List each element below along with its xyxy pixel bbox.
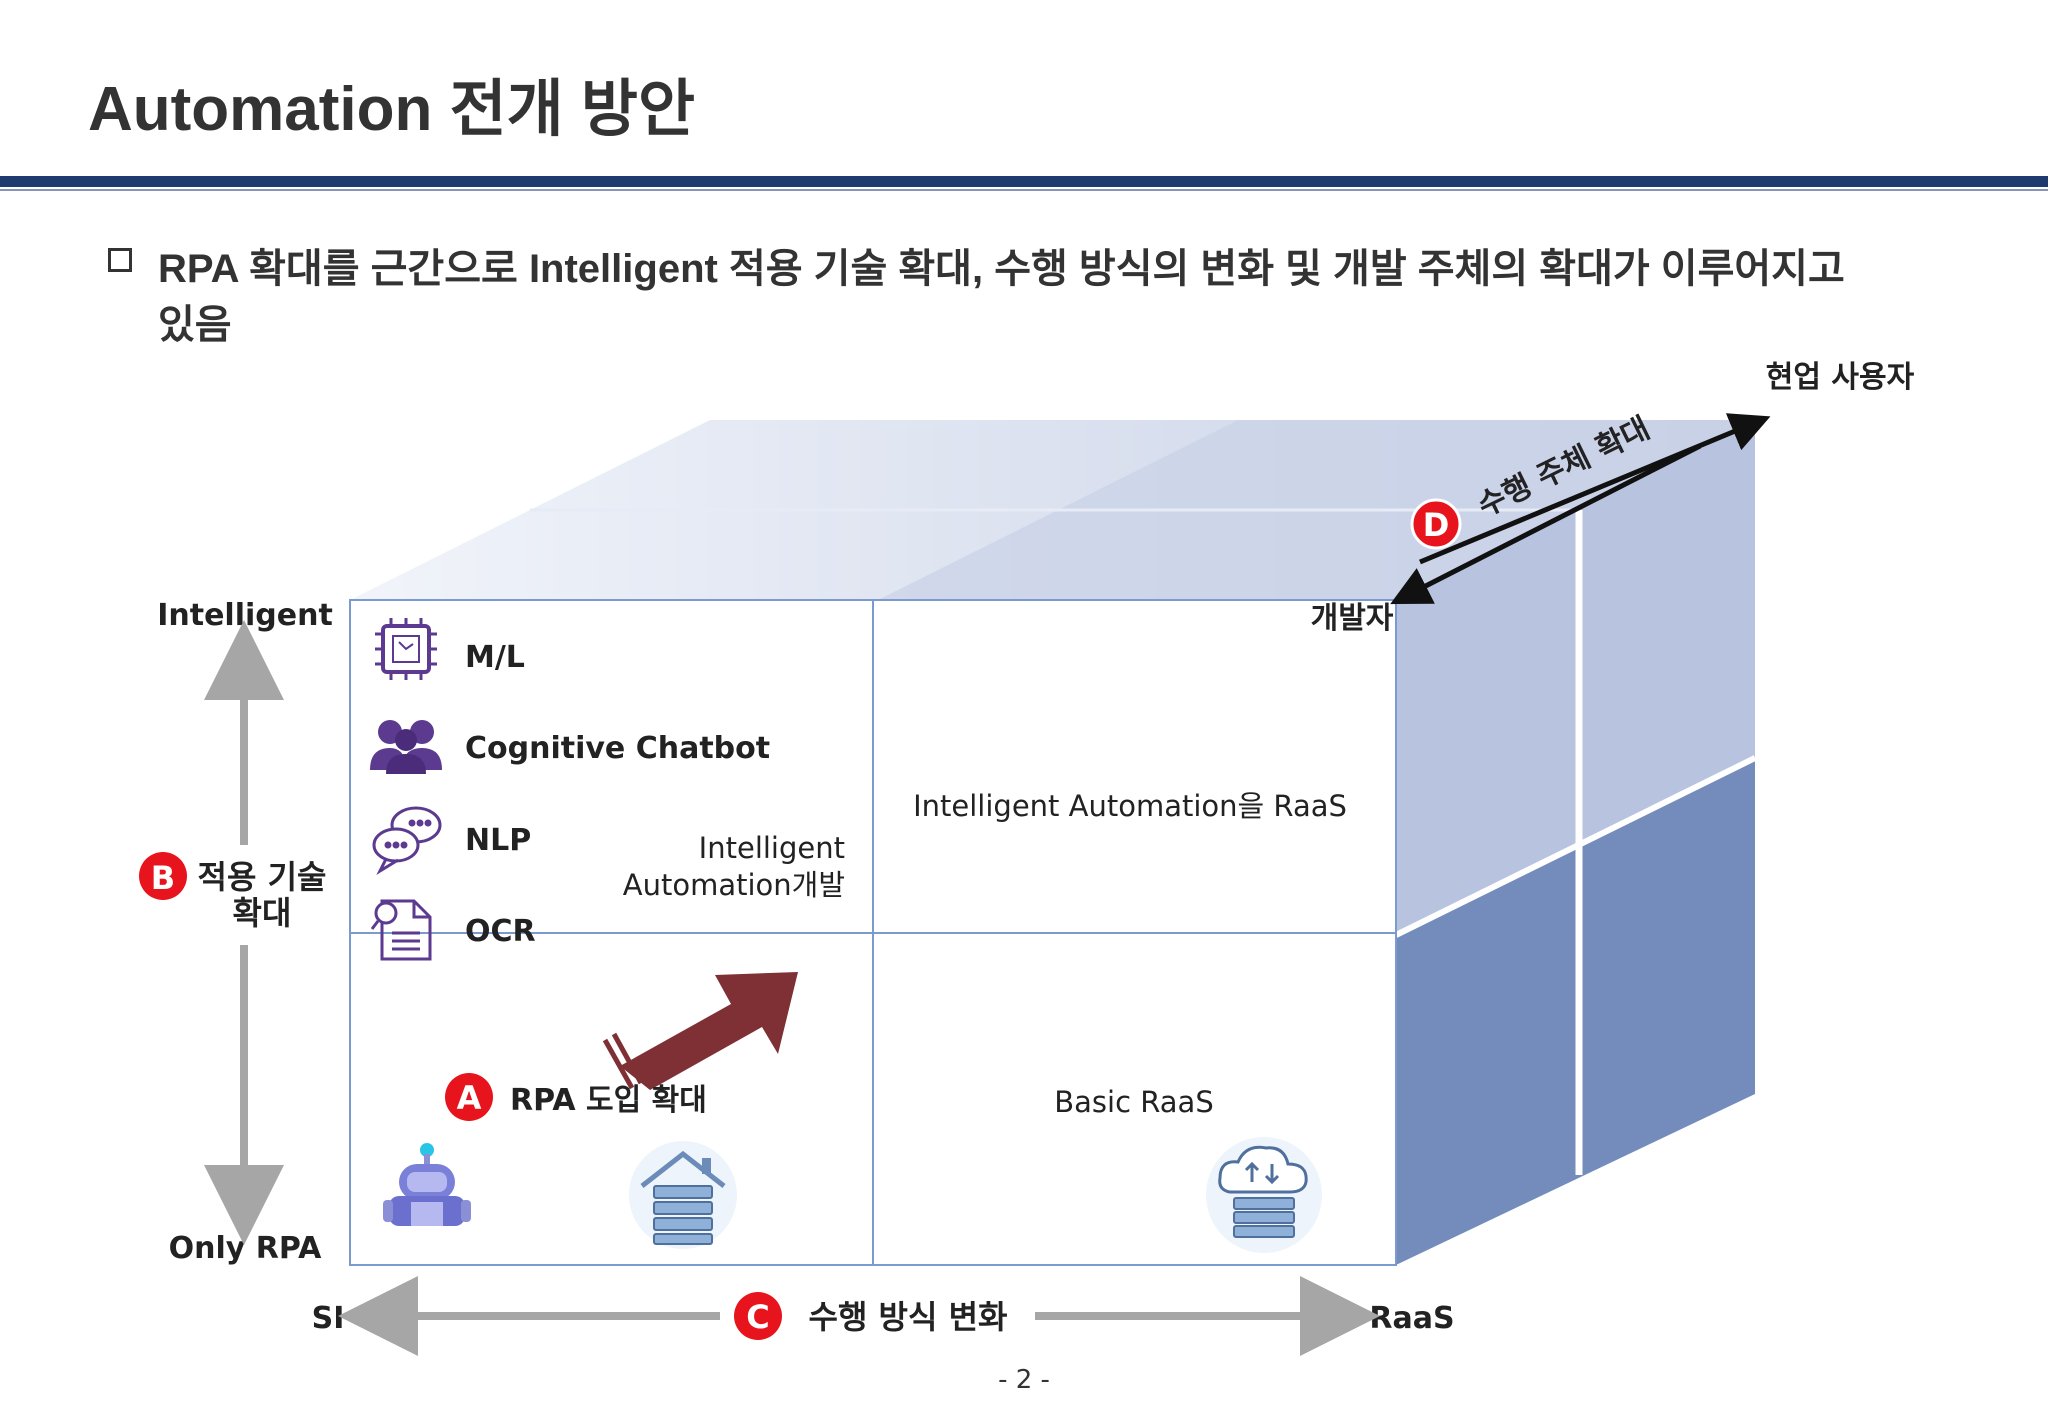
axis-z-far-label: 현업 사용자 xyxy=(1766,360,1915,395)
cube-right-hline xyxy=(1394,755,1757,938)
badge-c xyxy=(734,1292,782,1340)
badge-a xyxy=(445,1073,493,1121)
badge-b xyxy=(139,852,187,900)
tech-label-ml: M/L xyxy=(465,640,525,675)
axis-y-label-line2: 확대 xyxy=(233,894,292,932)
checkbox-bullet-icon xyxy=(108,248,132,272)
people-icon xyxy=(370,720,442,774)
bullet-text-line2: 있음 xyxy=(158,303,232,347)
axis-y-top-label: Intelligent xyxy=(157,598,333,633)
axis-x-left-label: SI xyxy=(312,1301,345,1336)
quadrant-bottom-right-label: Basic RaaS xyxy=(1054,1085,1213,1119)
axis-z-near-label: 개발자 xyxy=(1311,601,1394,636)
document-search-icon xyxy=(370,899,432,961)
tech-label-chatbot: Cognitive Chatbot xyxy=(465,731,770,766)
tech-label-nlp: NLP xyxy=(465,823,531,858)
badge-c-letter: C xyxy=(746,1298,769,1336)
quadrant-top-left-line2: Automation개발 xyxy=(623,868,845,902)
axis-x-label: 수행 방식 변화 xyxy=(809,1298,1008,1336)
growth-arrow-icon xyxy=(602,972,798,1090)
title-divider xyxy=(0,176,2048,187)
axis-y-label-line1: 적용 기술 xyxy=(198,858,327,896)
robot-icon xyxy=(383,1143,471,1226)
quadrant-top-right-label: Intelligent Automation을 RaaS xyxy=(913,789,1347,823)
quadrant-bottom-left-label: RPA 도입 확대 xyxy=(510,1083,707,1118)
page-number: - 2 - xyxy=(998,1365,1050,1395)
chat-bubbles-icon xyxy=(372,806,442,876)
cloud-server-icon xyxy=(1206,1137,1322,1253)
quadrant-top-left-line1: Intelligent xyxy=(699,831,845,865)
badge-a-letter: A xyxy=(457,1079,482,1117)
axis-x-right-label: RaaS xyxy=(1369,1301,1454,1336)
page-title: Automation 전개 방안 xyxy=(88,75,696,144)
axis-z-arrow-near xyxy=(1390,443,1702,605)
tech-label-ocr: OCR xyxy=(465,914,536,949)
chip-icon xyxy=(375,618,437,680)
badge-b-letter: B xyxy=(151,859,175,897)
axis-y-bottom-label: Only RPA xyxy=(169,1231,322,1266)
title-divider-thin xyxy=(0,189,2048,191)
badge-d-letter: D xyxy=(1423,506,1450,544)
house-server-icon xyxy=(629,1141,737,1249)
badge-d xyxy=(1410,498,1462,550)
bullet-text-line1: RPA 확대를 근간으로 Intelligent 적용 기술 확대, 수행 방식… xyxy=(158,247,1845,291)
